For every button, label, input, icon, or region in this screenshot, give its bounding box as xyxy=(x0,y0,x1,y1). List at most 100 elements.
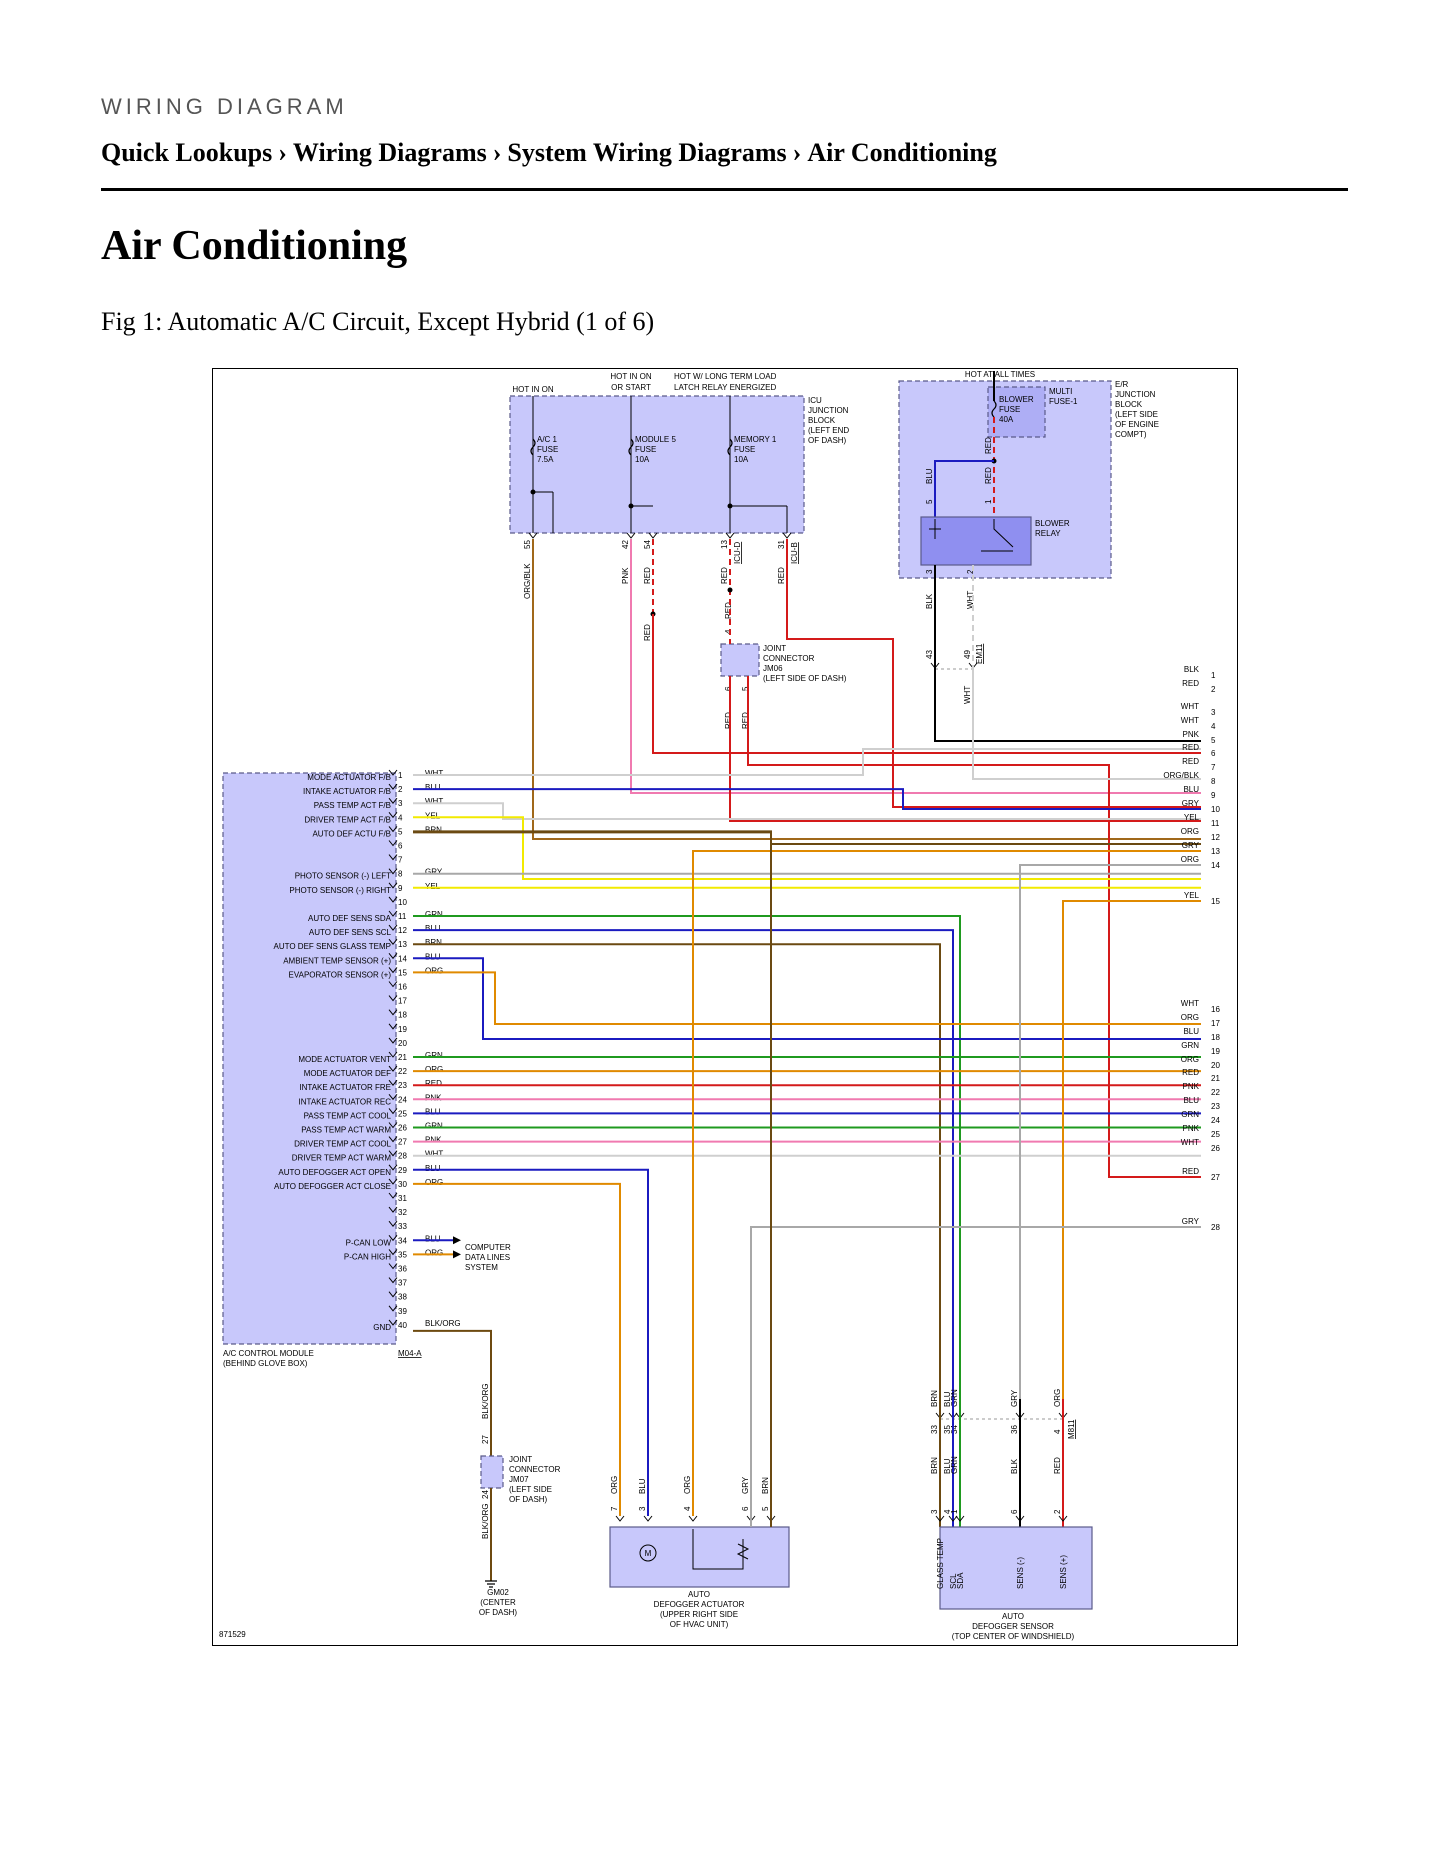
module-pin-number: 20 xyxy=(398,1039,407,1048)
figure-ref-number: 871529 xyxy=(219,1630,246,1639)
blower-fuse-box xyxy=(987,386,1046,438)
module-pin-number: 14 xyxy=(398,954,407,963)
right-ref-wire-label: BLU xyxy=(1183,785,1199,794)
ground-label: GM02 xyxy=(487,1588,509,1597)
icu-fuse-label: MODULE 5 xyxy=(635,435,676,444)
m811-pin-number: 33 xyxy=(930,1425,939,1434)
module-pin-icon xyxy=(388,1220,398,1228)
right-ref-number: 20 xyxy=(1211,1061,1220,1070)
wire-red xyxy=(652,614,1201,754)
right-ref-wire-label: PNK xyxy=(1183,730,1200,739)
breadcrumb-quick-lookups[interactable]: Quick Lookups xyxy=(101,138,273,167)
module-pin-wire-label: GRN xyxy=(425,1122,443,1131)
er-pin-number: 3 xyxy=(925,569,934,574)
wire-label: BLU xyxy=(943,1458,952,1474)
module-pin-number: 25 xyxy=(398,1109,407,1118)
module-pin-function: DRIVER TEMP ACT WARM xyxy=(292,1154,392,1163)
module-pin-wire-label: BLK/ORG xyxy=(425,1319,461,1328)
motor-label: M xyxy=(645,1549,652,1558)
right-ref-number: 13 xyxy=(1211,847,1220,856)
icu-block-label: (LEFT END xyxy=(808,426,849,435)
right-ref-number: 15 xyxy=(1211,897,1220,906)
wire-gry xyxy=(750,1226,1201,1516)
right-ref-number: 16 xyxy=(1211,1005,1220,1014)
right-ref-number: 5 xyxy=(1211,736,1216,745)
actuator-pin-number: 3 xyxy=(638,1506,647,1511)
wire-label: RED xyxy=(984,467,993,484)
module-pin-number: 12 xyxy=(398,926,407,935)
module-pin-icon xyxy=(388,952,398,960)
right-ref-number: 19 xyxy=(1211,1047,1220,1056)
module-pin-wire-label: ORG xyxy=(425,1065,443,1074)
arrow-right-icon xyxy=(453,1236,461,1245)
module-pin-function: AUTO DEFOGGER ACT CLOSE xyxy=(274,1182,391,1191)
right-ref-wire-label: ORG xyxy=(1181,1013,1199,1022)
right-ref-wire-label: WHT xyxy=(1181,702,1199,711)
jm07-label: CONNECTOR xyxy=(509,1465,561,1474)
module-wire xyxy=(413,929,954,1399)
module-pin-number: 40 xyxy=(398,1321,407,1330)
ac-control-module-label: (BEHIND GLOVE BOX) xyxy=(223,1359,308,1368)
breadcrumb-separator: › xyxy=(492,138,502,167)
module-pin-number: 9 xyxy=(398,884,403,893)
right-ref-number: 22 xyxy=(1211,1088,1220,1097)
breadcrumb: Quick Lookups›Wiring Diagrams›System Wir… xyxy=(101,138,997,168)
right-ref-number: 28 xyxy=(1211,1223,1220,1232)
multi-fuse-label: FUSE-1 xyxy=(1049,397,1078,406)
wire-red xyxy=(729,676,1201,822)
breadcrumb-wiring-diagrams[interactable]: Wiring Diagrams xyxy=(292,138,487,167)
module-pin-function: AUTO DEF SENS GLASS TEMP xyxy=(273,942,391,951)
module-pin-icon xyxy=(388,1277,398,1284)
module-pin-function: PASS TEMP ACT COOL xyxy=(304,1111,392,1120)
module-pin-function: AUTO DEF SENS SDA xyxy=(308,914,392,923)
module-pin-function: P-CAN HIGH xyxy=(344,1252,391,1261)
relay-switch-icon xyxy=(981,519,1014,552)
module-pin-wire-label: PNK xyxy=(425,1136,442,1145)
m811-pin-number: 34 xyxy=(950,1425,959,1434)
wire-org xyxy=(413,1182,621,1516)
module-pin-icon xyxy=(388,1150,398,1157)
right-ref-number: 26 xyxy=(1211,1144,1220,1153)
module-pin-icon xyxy=(388,1206,398,1213)
right-ref-number: 24 xyxy=(1211,1116,1220,1125)
module-pin-number: 3 xyxy=(398,799,403,808)
module-pin-function: AUTO DEF ACTU F/B xyxy=(312,829,391,838)
wire-label: RED xyxy=(724,712,733,729)
right-ref-wire-label: WHT xyxy=(1181,999,1199,1008)
right-ref-number: 25 xyxy=(1211,1130,1220,1139)
right-ref-wire-label: GRN xyxy=(1181,1041,1199,1050)
module-connector-name: M04-A xyxy=(398,1349,422,1358)
right-ref-number: 11 xyxy=(1211,819,1220,828)
right-ref-number: 21 xyxy=(1211,1074,1220,1083)
power-label-hot-on-start: OR START xyxy=(611,383,651,392)
jm07-label: JM07 xyxy=(509,1475,529,1484)
right-ref-wire-label: GRY xyxy=(1182,841,1200,850)
m811-pin-number: 36 xyxy=(1010,1425,1019,1434)
module-pin-icon xyxy=(388,1009,398,1016)
relay-coil-icon xyxy=(929,519,941,539)
module-pin-icon xyxy=(388,811,398,819)
page-title: Air Conditioning xyxy=(101,223,408,269)
module-pin-wire-label: BLU xyxy=(425,1164,441,1173)
module-pin-icon xyxy=(388,1249,398,1256)
wire-label: RED xyxy=(643,624,652,641)
jm06-label: CONNECTOR xyxy=(763,654,815,663)
wire-blu xyxy=(413,1168,649,1516)
breadcrumb-system-wiring-diagrams[interactable]: System Wiring Diagrams xyxy=(507,138,787,167)
module-pin-icon xyxy=(388,1164,398,1171)
ground-wire xyxy=(413,1329,492,1456)
module-pin-icon xyxy=(388,938,398,946)
blower-fuse-label: FUSE xyxy=(999,405,1020,414)
right-ref-wire-label: RED xyxy=(1182,679,1199,688)
wire-label: BLK/ORG xyxy=(481,1503,490,1539)
module-pin-number: 4 xyxy=(398,813,403,822)
motor-icon xyxy=(639,1544,657,1562)
actuator-pin-number: 7 xyxy=(610,1506,619,1511)
module-pin-icon xyxy=(388,1234,398,1242)
wire-label: ORG/BLK xyxy=(523,563,532,599)
actuator-label: (UPPER RIGHT SIDE xyxy=(660,1610,738,1619)
wire-label: GRY xyxy=(741,1476,750,1494)
breadcrumb-air-conditioning[interactable]: Air Conditioning xyxy=(807,138,997,167)
er-block-label: JUNCTION xyxy=(1115,390,1156,399)
